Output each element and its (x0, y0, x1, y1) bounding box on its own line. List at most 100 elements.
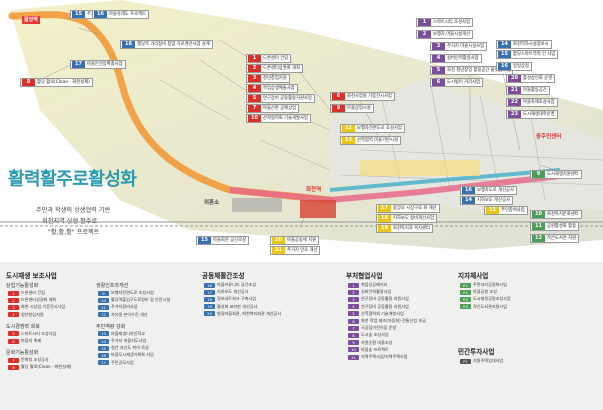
legend-item-label: 활당 활로(Clean - 화천실제) (21, 364, 72, 370)
legend-number-badge: 17 (204, 289, 215, 295)
legend-number-badge: 4 (8, 312, 19, 318)
legend-group-title: 도시경쟁력 회복 (6, 323, 40, 330)
legend-number-badge: 1 (348, 282, 359, 288)
callout-label: 지하보도 개선공사 (477, 198, 510, 203)
callout-label: 마을유래도 프로젝트 (109, 12, 146, 17)
legend-item-label: 마을의 축제 (21, 338, 42, 343)
legend-item-label: 문화창 조성공사 (21, 357, 49, 363)
map-background (0, 0, 603, 250)
callout-number: 11 (532, 223, 545, 230)
legend-number-badge: 11 (98, 304, 109, 310)
legend-number-badge: R4 (460, 304, 471, 310)
station-building (232, 198, 282, 212)
legend-item-label: 작은도서관지원사업 (473, 303, 507, 309)
legend-number-badge: 2 (8, 297, 19, 303)
legend-item-label: 드론센터 건립 (21, 290, 45, 295)
callout-number: 8 (22, 79, 35, 86)
callout-label: 일일상점 (513, 64, 529, 69)
callout-number: 16 (498, 63, 511, 70)
legend-group-title: 문화기능활성화 (6, 350, 39, 357)
legend-item-label: 지역주택사업/지역주택조합 (361, 354, 408, 359)
legend-section-title: 부처협업사업 (346, 272, 383, 280)
legend-number-badge: 5 (8, 331, 19, 337)
legend-item-label: 자유생 본이수진 개선 (111, 311, 148, 317)
legend-group-title: 생활인프라개선 (96, 283, 129, 289)
callout-number: 16 (462, 187, 475, 194)
callout-label: 활당 활로(Clean - 화천실제) (37, 80, 90, 85)
callout-number: 20 (508, 75, 521, 82)
legend-number-badge: 6 (348, 318, 359, 324)
orange-route (8, 11, 334, 204)
legend-number-badge: 20 (204, 311, 215, 317)
callout-number: 1 (418, 19, 431, 26)
callout-number: 13 (342, 137, 355, 144)
callout-label: 화천 청년창업 활용공간 플랫폼사업 (447, 68, 511, 73)
legend-item-label: 지원주택임대사업 (473, 358, 504, 363)
callout-number: 9 (332, 105, 345, 112)
callout-label: 화천역하시설정보시 (513, 42, 549, 47)
legend-item-label: 발달마을회관, 화천복지회관 개선공사 (217, 310, 282, 316)
callout-number: 17 (72, 61, 85, 68)
legend-number-badge: 18 (204, 296, 215, 302)
callout-number: 9 (532, 171, 545, 178)
callout-number: 18 (122, 41, 135, 48)
callout-number: 2 (418, 31, 431, 38)
slogan-line-1: 주민과 학생의 상생협력 기반 (36, 207, 111, 214)
legend-number-badge: 11 (348, 354, 359, 360)
callout-label: 마을회관 공간조성 (213, 238, 246, 243)
legend-item-label: 마을공원 조성 (473, 289, 497, 295)
callout-label: 화천복지문화센터 (547, 212, 579, 217)
legend-number-badge: 13 (98, 331, 109, 337)
callout-number: 6 (432, 79, 445, 86)
legend-item-label: 스마트시티 조성사업 (21, 330, 57, 336)
slogan-line-2: 회천지역 상생 활주로 (42, 218, 98, 225)
callout-number: 3 (432, 43, 445, 50)
callout-number: 10 (532, 211, 545, 218)
callout-number: 14 (498, 41, 511, 48)
callout-number: 16 (94, 11, 107, 18)
legend-item-label: 연구장비 공동활용 지원사업 (361, 296, 409, 302)
slogan-line-3: "활,활,활" 프로젝트 (48, 229, 100, 236)
callout-label: 마을간판 공예상업 (263, 106, 296, 111)
callout-label: 스마트시티 조성사업 (433, 20, 470, 25)
callout-label: 화천복지과 복지센터 (393, 226, 430, 231)
slogan-title: 활력활주로활성화 (8, 169, 137, 190)
callout-label: 드론센터상권화 개최 (263, 66, 300, 71)
callout-number: 11 (486, 207, 499, 214)
legend-item-label: 취업성공패키지 (361, 282, 388, 287)
place-label: 외혼소 (204, 200, 220, 206)
legend-group-title: 주민역량 강화 (96, 323, 126, 330)
callout-label: 실버인력활용사업 (447, 56, 479, 61)
callout-label: 산학협력회 기술개발사업 (263, 116, 308, 121)
legend-item-label: 국공립어린이집 운영 (361, 325, 397, 331)
